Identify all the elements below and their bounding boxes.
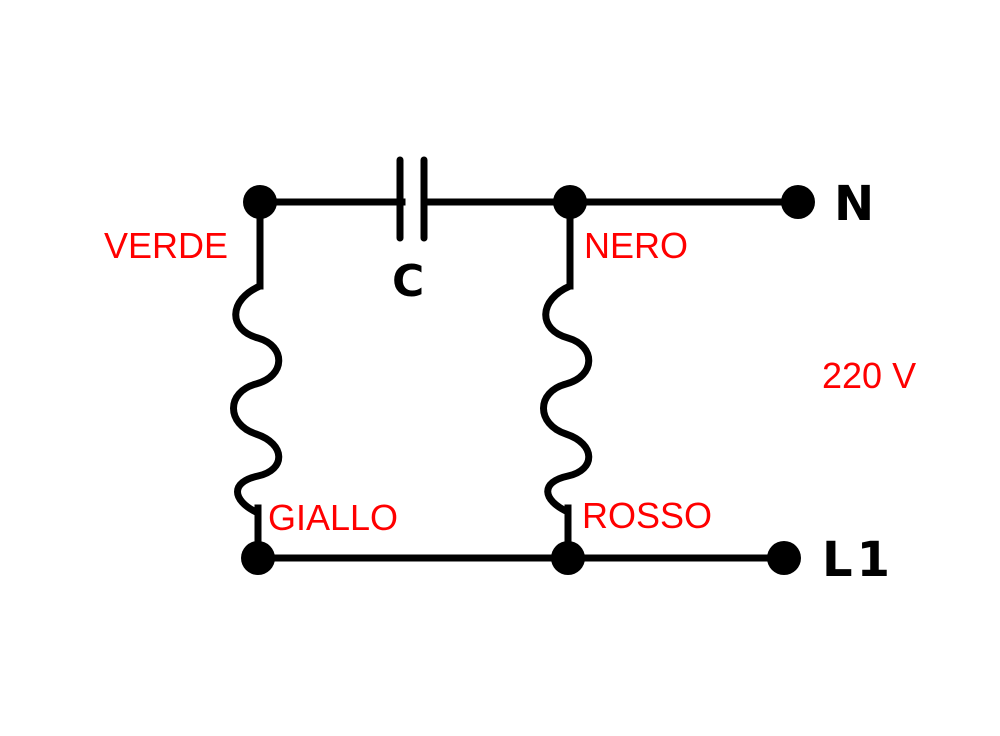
wire-label-verde: VERDE	[104, 225, 228, 266]
capacitor-label: C	[392, 256, 424, 307]
node-top-right	[553, 185, 587, 219]
node-bottom-right	[551, 541, 585, 575]
node-terminal-l1	[767, 541, 801, 575]
wire-label-giallo: GIALLO	[268, 497, 398, 538]
voltage-label: 220 V	[822, 355, 916, 396]
node-terminal-n	[781, 185, 815, 219]
wire-label-nero: NERO	[584, 225, 688, 266]
node-top-left	[243, 185, 277, 219]
wire-label-rosso: ROSSO	[582, 495, 712, 536]
node-bottom-left	[241, 541, 275, 575]
terminal-n-label: N	[834, 176, 874, 232]
left-winding-coil	[230, 282, 283, 516]
terminal-l1-label: L1	[822, 532, 894, 588]
right-winding-coil	[540, 282, 593, 516]
